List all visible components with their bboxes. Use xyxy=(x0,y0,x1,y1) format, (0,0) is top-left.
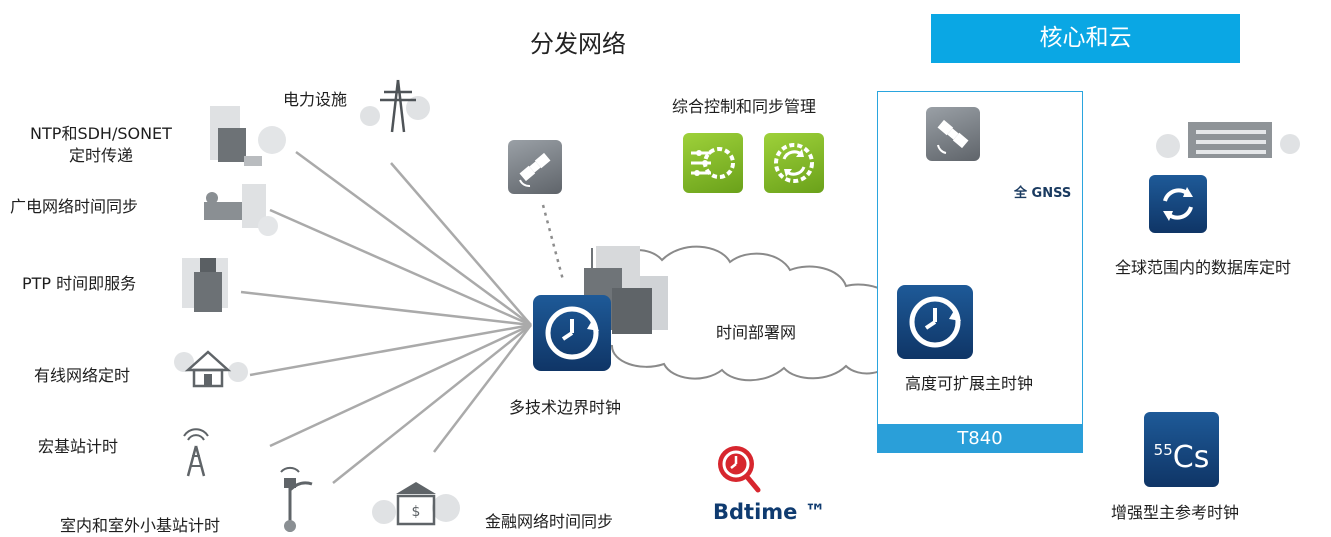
cable-timing-label: 有线网络定时 xyxy=(34,366,131,385)
prc-label: 增强型主参考时钟 xyxy=(1111,503,1240,522)
boundary-clock-caption: 多技术边界时钟 xyxy=(509,398,622,417)
boundary-clock-icon xyxy=(533,295,611,371)
ntp-building-illustration xyxy=(210,106,286,166)
distribution-network-title: 分发网络 xyxy=(530,30,626,58)
power-utility-label: 电力设施 xyxy=(283,90,348,109)
satellite-icon xyxy=(508,140,562,194)
t840-caption: 高度可扩展主时钟 xyxy=(905,374,1034,393)
cable-house-illustration xyxy=(174,350,248,388)
bdtime-logo-icon xyxy=(714,442,762,494)
management-title: 综合控制和同步管理 xyxy=(672,97,817,116)
connector-cable xyxy=(249,323,532,377)
connector-lines xyxy=(240,150,532,484)
ntp-sdh-label: NTP和SDH/SONET 定时传递 xyxy=(30,124,172,165)
time-network-label: 时间部署网 xyxy=(716,323,797,342)
bank-illustration: $ xyxy=(372,482,460,526)
ptp-service-label: PTP 时间即服务 xyxy=(22,274,137,293)
connector-ntp xyxy=(295,150,532,327)
connector-ptp xyxy=(240,290,532,327)
t840-label: T840 xyxy=(877,424,1083,453)
bdtime-label: Bdtime ™ xyxy=(713,500,826,524)
t840-panel xyxy=(877,91,1083,453)
macro-tower-illustration xyxy=(183,428,209,477)
control-gear-icon xyxy=(683,133,743,193)
connector-broadcast xyxy=(269,208,532,327)
database-timing-label: 全球范围内的数据库定时 xyxy=(1115,258,1292,277)
svg-text:$: $ xyxy=(412,504,421,520)
ptp-building-illustration xyxy=(182,258,228,312)
connector-finance xyxy=(433,324,532,453)
finance-sync-label: 金融网络时间同步 xyxy=(485,512,614,531)
small-cell-pole-illustration xyxy=(280,466,313,532)
t840-satellite-icon xyxy=(926,107,980,161)
database-sync-icon xyxy=(1149,175,1207,233)
t840-clock-icon xyxy=(897,285,973,359)
cesium-clock-icon: 55Cs xyxy=(1144,412,1219,487)
cesium-symbol: 55Cs xyxy=(1153,440,1210,475)
satellite-link-center xyxy=(541,204,565,281)
macro-cell-label: 宏基站计时 xyxy=(38,437,119,456)
small-cell-label: 室内和室外小基站计时 xyxy=(60,516,221,535)
broadcast-truck-illustration xyxy=(204,184,278,236)
datacenter-illustration xyxy=(1156,122,1300,158)
core-and-cloud-banner: 核心和云 xyxy=(931,14,1240,63)
connector-power xyxy=(390,162,532,326)
connector-small-cell xyxy=(332,324,532,484)
broadcast-sync-label: 广电网络时间同步 xyxy=(10,197,139,216)
connector-macro xyxy=(269,323,532,448)
power-tower-illustration xyxy=(360,79,430,133)
gnss-label: 全 GNSS xyxy=(1014,186,1072,201)
sync-gear-icon xyxy=(764,133,824,193)
